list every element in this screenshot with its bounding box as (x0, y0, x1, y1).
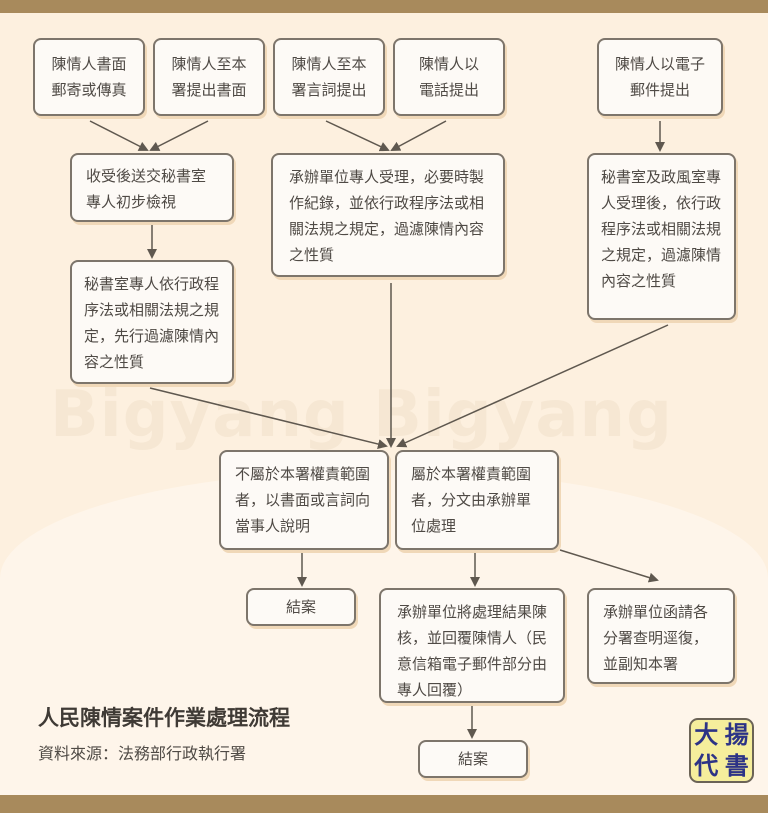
arrow (559, 549, 659, 583)
step-branch-reply: 承辦單位函請各分署查明逕復，並副知本署 (587, 588, 735, 684)
step-unit-accept: 承辦單位專人受理，必要時製作紀錄，並依行政程序法或相關法規之規定，過濾陳情內容之… (271, 153, 505, 277)
step-written-in-person: 陳情人至本署提出書面 (153, 38, 265, 116)
arrow (325, 120, 390, 152)
arrow (390, 120, 447, 151)
source-note: 資料來源：法務部行政執行署 (38, 744, 247, 763)
step-email: 陳情人以電子郵件提出 (597, 38, 723, 116)
step-reply-petitioner: 承辦單位將處理結果陳核，並回覆陳情人（民意信箱電子郵件部分由專人回覆） (379, 588, 565, 703)
step-verbal-in-person: 陳情人至本署言詞提出 (273, 38, 385, 116)
step-secretariat-initial-review: 收受後送交秘書室專人初步檢視 (70, 153, 234, 222)
step-in-scope: 屬於本署權責範圍者，分文由承辦單位處理 (395, 450, 559, 550)
step-close-case-2: 結案 (418, 740, 528, 778)
top-bar (0, 0, 768, 13)
arrow (396, 324, 669, 448)
step-secretariat-filter: 秘書室專人依行政程序法或相關法規之規定，先行過濾陳情內容之性質 (70, 260, 234, 384)
step-phone: 陳情人以電話提出 (393, 38, 505, 116)
logo-char: 大 (694, 720, 719, 749)
logo-char: 代 (694, 750, 719, 780)
logo-char: 書 (724, 750, 749, 780)
arrow (149, 387, 388, 449)
brand-logo: 大 揚 代 書 (689, 718, 754, 783)
arrow (149, 120, 209, 151)
arrow (89, 120, 149, 151)
step-out-of-scope: 不屬於本署權責範圍者，以書面或言詞向當事人說明 (219, 450, 389, 550)
bottom-bar (0, 795, 768, 813)
step-close-case-1: 結案 (246, 588, 356, 626)
logo-char: 揚 (724, 720, 749, 749)
chart-title: 人民陳情案件作業處理流程 (38, 706, 290, 730)
step-secretariat-ethics-accept: 秘書室及政風室專人受理後，依行政程序法或相關法規之規定，過濾陳情內容之性質 (587, 153, 736, 320)
step-written-mail-fax: 陳情人書面郵寄或傳真 (33, 38, 145, 116)
